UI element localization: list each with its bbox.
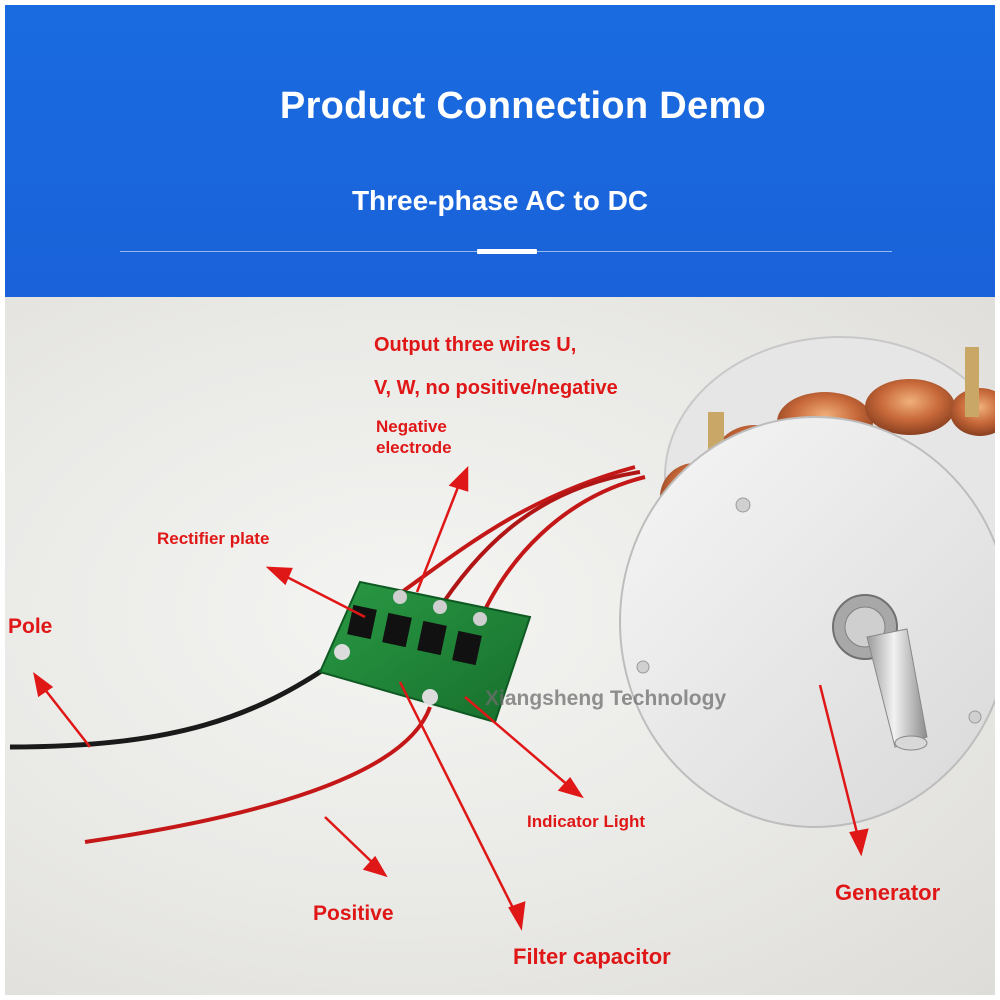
- annotation-arrows: [33, 465, 869, 931]
- label-output-wires-line2: V, W, no positive/negative: [374, 377, 618, 399]
- label-pole: Pole: [8, 615, 53, 638]
- page-title: Product Connection Demo: [279, 85, 767, 127]
- copper-coil: [865, 379, 955, 435]
- label-output-wires-line1: Output three wires U,: [374, 334, 577, 356]
- photo-scene: [9, 336, 995, 931]
- product-photo: Xiangsheng Technology Output three wires…: [5, 297, 995, 995]
- front-plate: [619, 416, 995, 828]
- label-generator: Generator: [835, 880, 941, 905]
- generator: [619, 336, 995, 828]
- black-wire: [9, 659, 337, 750]
- divider-accent: [477, 249, 537, 254]
- shaft: [866, 628, 928, 748]
- watermark: Xiangsheng Technology: [485, 687, 727, 710]
- page-subtitle: Three-phase AC to DC: [351, 185, 649, 216]
- brass-post: [965, 347, 979, 417]
- label-rectifier-plate: Rectifier plate: [157, 529, 270, 548]
- label-indicator-light: Indicator Light: [527, 812, 646, 831]
- label-negative-electrode-line1: Negative: [376, 417, 447, 436]
- header-banner: Product Connection Demo Three-phase AC t…: [5, 5, 995, 297]
- red-wire: [84, 706, 432, 844]
- label-negative-electrode-line2: electrode: [376, 438, 452, 457]
- label-positive: Positive: [313, 902, 394, 925]
- rectifier-board: [318, 580, 532, 724]
- filter-capacitor: [334, 644, 350, 660]
- label-filter-capacitor: Filter capacitor: [513, 944, 671, 969]
